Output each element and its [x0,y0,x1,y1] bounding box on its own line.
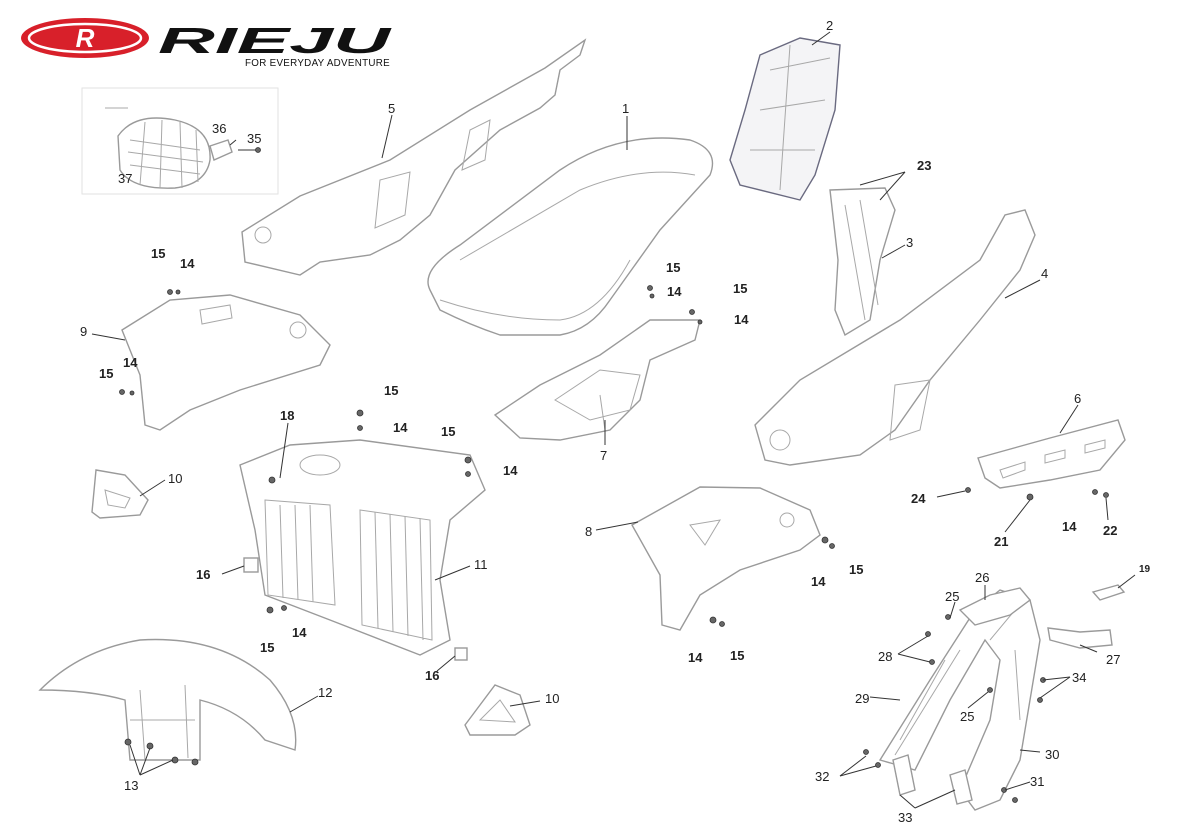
callout-14-i: 14 [688,650,703,665]
callout-14-h: 14 [811,574,826,589]
callout-1: 1 [622,101,629,116]
logo-inner-ring-icon [27,22,143,54]
callout-5: 5 [388,101,395,116]
callout-35: 35 [247,131,261,146]
callout-14-a: 14 [180,256,195,271]
callout-8: 8 [585,524,592,539]
subframe-top-part [958,587,1032,626]
chain-guard-part [977,419,1126,489]
bracket-33b-part [949,769,973,805]
callout-7: 7 [600,448,607,463]
callout-21: 21 [994,534,1008,549]
vent-cover-lower-part [464,684,531,736]
callout-2: 2 [826,18,833,33]
clip-16-right-part [454,647,468,661]
callout-14-j: 14 [1062,519,1077,534]
callout-14-d: 14 [503,463,518,478]
clip-16-left-part [243,557,259,573]
callout-14-g: 14 [734,312,749,327]
brand-logo: R RIEJU FOR EVERYDAY ADVENTURE [21,18,392,69]
logo-oval-icon [21,18,149,58]
front-fender-part [38,638,297,761]
fasteners [119,285,1109,803]
callout-16-a: 16 [196,567,210,582]
callout-15-c: 15 [384,383,398,398]
headlight-guard-inset [81,87,279,195]
callout-15-a: 15 [151,246,165,261]
callout-23: 23 [917,158,931,173]
bracket-27-part [1047,627,1113,649]
callout-27: 27 [1106,652,1120,667]
callout-28: 28 [878,649,892,664]
callout-15-b: 15 [99,366,113,381]
callout-14-f: 14 [667,284,682,299]
brand-name: RIEJU [158,20,392,61]
callout-31: 31 [1030,774,1044,789]
callout-29: 29 [855,691,869,706]
callout-14-c: 14 [393,420,408,435]
logo-letter: R [76,23,95,53]
callout-14-e: 14 [292,625,307,640]
callout-13: 13 [124,778,138,793]
side-panel-left-part [241,38,587,276]
callout-30: 30 [1045,747,1059,762]
callout-10-lower: 10 [545,691,559,706]
callout-4: 4 [1041,266,1048,281]
callout-25-a: 25 [945,589,959,604]
callout-labels: 1 2 3 4 5 6 7 8 9 10 10 11 12 13 14 14 1… [80,18,1151,825]
callout-16-b: 16 [425,668,439,683]
callout-15-f: 15 [666,260,680,275]
callout-15-e: 15 [260,640,274,655]
callout-18: 18 [280,408,294,423]
callout-32: 32 [815,769,829,784]
callout-11: 11 [474,557,488,572]
callout-33: 33 [898,810,912,825]
callout-37: 37 [118,171,132,186]
vent-cover-upper-part [91,469,149,519]
callout-14-b: 14 [123,355,138,370]
callout-12: 12 [318,685,332,700]
callout-3: 3 [906,235,913,250]
callout-25-b: 25 [960,709,974,724]
callout-6: 6 [1074,391,1081,406]
bracket-33-part [892,754,916,796]
radiator-shroud-right-part [631,486,821,631]
callout-36: 36 [212,121,226,136]
callout-19: 19 [1139,564,1151,575]
bracket-19-part [1091,584,1126,601]
seat-tray-part [493,319,701,441]
callout-24: 24 [911,491,926,506]
callout-10-upper: 10 [168,471,182,486]
callout-26: 26 [975,570,989,585]
side-panel-right-part [754,209,1036,466]
callout-9: 9 [80,324,87,339]
callout-22: 22 [1103,523,1117,538]
brand-tagline: FOR EVERYDAY ADVENTURE [245,58,390,69]
callout-15-i: 15 [730,648,744,663]
callout-15-g: 15 [733,281,747,296]
mud-flap-part [829,187,896,337]
callout-15-d: 15 [441,424,455,439]
seat-part [427,137,714,336]
callout-15-h: 15 [849,562,863,577]
radiator-guard-part [239,439,486,656]
radiator-shroud-left-part [121,294,331,431]
leader-lines [91,31,1136,809]
callout-34: 34 [1072,670,1086,685]
